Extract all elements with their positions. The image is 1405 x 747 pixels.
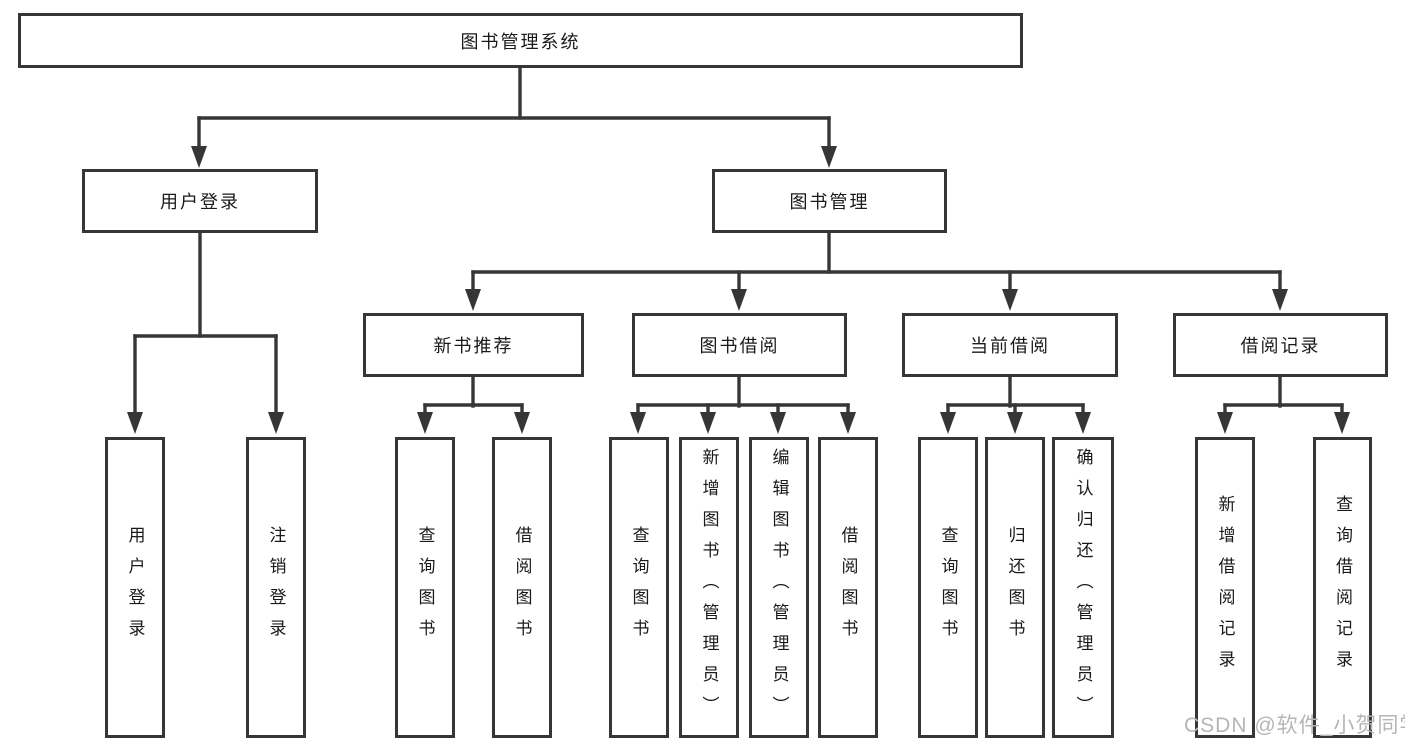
arrowhead-down-icon xyxy=(417,412,433,434)
leaf-borrow-books-label: 借阅图书 xyxy=(838,525,858,650)
node-user-login: 用户登录 xyxy=(82,169,318,233)
node-root: 图书管理系统 xyxy=(18,13,1023,68)
leaf-return-books: 归还图书 xyxy=(985,437,1045,738)
arrowhead-down-icon xyxy=(1217,412,1233,434)
leaf-query-borrow-record: 查询借阅记录 xyxy=(1313,437,1372,738)
leaf-borrow-books-recommend: 借阅图书 xyxy=(492,437,552,738)
leaf-edit-books-admin: 编辑图书（管理员） xyxy=(749,437,809,738)
leaf-query-borrow-record-label: 查询借阅记录 xyxy=(1333,494,1352,681)
leaf-user-login-label: 用户登录 xyxy=(125,525,145,650)
arrowhead-down-icon xyxy=(731,289,747,311)
arrowhead-down-icon xyxy=(840,412,856,434)
leaf-query-books-borrowing: 查询图书 xyxy=(609,437,669,738)
leaf-query-books-recommend-label: 查询图书 xyxy=(415,525,435,650)
leaf-user-login: 用户登录 xyxy=(105,437,165,738)
leaf-logout-label: 注销登录 xyxy=(266,525,286,650)
leaf-query-books-borrowing-label: 查询图书 xyxy=(629,525,649,650)
leaf-add-books-admin: 新增图书（管理员） xyxy=(679,437,739,738)
leaf-add-borrow-record: 新增借阅记录 xyxy=(1195,437,1255,738)
node-user-login-label: 用户登录 xyxy=(160,192,240,212)
leaf-return-books-label: 归还图书 xyxy=(1005,525,1025,650)
leaf-borrow-books: 借阅图书 xyxy=(818,437,878,738)
arrowhead-down-icon xyxy=(1334,412,1350,434)
arrowhead-down-icon xyxy=(268,412,284,434)
arrowhead-down-icon xyxy=(514,412,530,434)
node-new-book-recommend: 新书推荐 xyxy=(363,313,584,377)
arrowhead-down-icon xyxy=(1272,289,1288,311)
arrowhead-down-icon xyxy=(465,289,481,311)
arrowhead-down-icon xyxy=(191,146,207,168)
node-book-borrowing: 图书借阅 xyxy=(632,313,847,377)
leaf-borrow-books-recommend-label: 借阅图书 xyxy=(512,525,532,650)
leaf-confirm-return-admin-label: 确认归还（管理员） xyxy=(1073,448,1093,727)
node-current-borrowing-label: 当前借阅 xyxy=(970,336,1050,356)
arrowhead-down-icon xyxy=(1002,289,1018,311)
node-borrowing-records-label: 借阅记录 xyxy=(1240,336,1321,356)
arrowhead-down-icon xyxy=(1075,412,1091,434)
leaf-query-books-recommend: 查询图书 xyxy=(395,437,455,738)
node-book-management: 图书管理 xyxy=(712,169,947,233)
arrowhead-down-icon xyxy=(700,412,716,434)
watermark: CSDN @软件_小贺同学 xyxy=(1184,714,1405,737)
node-new-book-recommend-label: 新书推荐 xyxy=(433,336,514,356)
node-book-borrowing-label: 图书借阅 xyxy=(699,336,780,356)
leaf-query-books-current: 查询图书 xyxy=(918,437,978,738)
arrowhead-down-icon xyxy=(770,412,786,434)
leaf-logout: 注销登录 xyxy=(246,437,306,738)
arrowhead-down-icon xyxy=(940,412,956,434)
arrowhead-down-icon xyxy=(1007,412,1023,434)
node-root-label: 图书管理系统 xyxy=(460,31,581,52)
arrowhead-down-icon xyxy=(630,412,646,434)
leaf-add-books-admin-label: 新增图书（管理员） xyxy=(699,448,719,727)
arrowhead-down-icon xyxy=(127,412,143,434)
node-borrowing-records: 借阅记录 xyxy=(1173,313,1388,377)
node-current-borrowing: 当前借阅 xyxy=(902,313,1118,377)
node-book-management-label: 图书管理 xyxy=(789,192,870,212)
leaf-add-borrow-record-label: 新增借阅记录 xyxy=(1215,494,1235,681)
leaf-confirm-return-admin: 确认归还（管理员） xyxy=(1052,437,1114,738)
arrowhead-down-icon xyxy=(821,146,837,168)
leaf-query-books-current-label: 查询图书 xyxy=(938,525,958,650)
leaf-edit-books-admin-label: 编辑图书（管理员） xyxy=(769,448,789,727)
